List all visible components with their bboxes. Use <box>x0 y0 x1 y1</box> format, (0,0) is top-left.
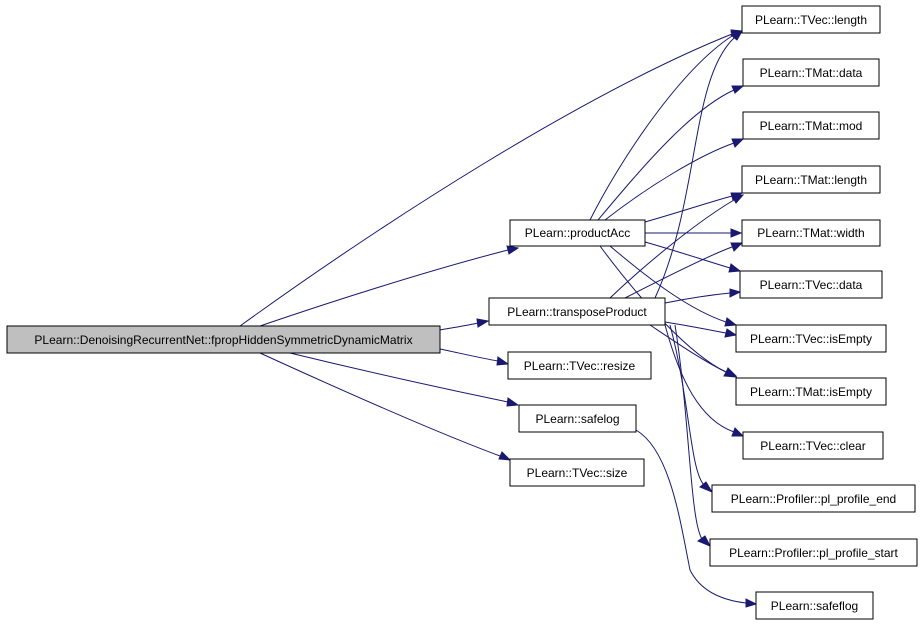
edge-transposeproduct-to-tmat-isempty <box>649 324 727 373</box>
node-label: PLearn::TMat::width <box>757 226 864 240</box>
edge-transposeproduct-to-tvec-isempty <box>664 321 727 334</box>
node-label: PLearn::TVec::clear <box>760 439 865 453</box>
node-pl-profile-end[interactable]: PLearn::Profiler::pl_profile_end <box>711 484 916 513</box>
edge-transposeproduct-to-tmat-width <box>624 246 733 299</box>
node-root[interactable]: PLearn::DenoisingRecurrentNet::fpropHidd… <box>6 325 441 354</box>
edge-transposeproduct-to-tvec-clear <box>664 324 735 433</box>
node-tvec-length[interactable]: PLearn::TVec::length <box>741 5 881 34</box>
node-label: PLearn::TVec::resize <box>524 359 636 373</box>
edge-transposeproduct-to-pl-profile-start <box>674 324 703 540</box>
node-label: PLearn::DenoisingRecurrentNet::fpropHidd… <box>34 333 412 347</box>
node-tmat-length[interactable]: PLearn::TMat::length <box>741 165 881 194</box>
arrowhead <box>731 85 745 94</box>
node-label: PLearn::safeflog <box>771 599 858 613</box>
node-label: PLearn::TVec::data <box>760 278 863 292</box>
edge-productacc-to-tmat-mod <box>604 142 735 221</box>
edge-productacc-to-tmat-length <box>644 195 733 223</box>
arrowhead <box>731 194 745 204</box>
node-label: PLearn::productAcc <box>525 226 630 240</box>
arrowhead <box>723 368 738 378</box>
node-label: PLearn::TMat::isEmpty <box>750 385 872 399</box>
node-label: PLearn::transposeProduct <box>507 305 647 319</box>
node-tvec-isempty[interactable]: PLearn::TVec::isEmpty <box>735 324 887 353</box>
arrowhead <box>730 30 744 41</box>
arrowhead <box>476 318 490 328</box>
arrowhead <box>729 288 742 298</box>
node-tvec-size[interactable]: PLearn::TVec::size <box>509 458 645 487</box>
arrowhead <box>730 242 744 252</box>
edge-root-to-transposeproduct <box>439 322 479 331</box>
edge-productacc-to-tvec-isempty <box>609 245 727 323</box>
edge-root-to-tvec-resize <box>439 348 499 362</box>
node-pl-profile-start[interactable]: PLearn::Profiler::pl_profile_start <box>709 538 918 567</box>
node-transposeproduct[interactable]: PLearn::transposeProduct <box>488 297 666 326</box>
edge-root-to-safelog <box>289 352 509 403</box>
arrowhead <box>731 138 745 148</box>
node-label: PLearn::TVec::length <box>755 13 867 27</box>
edge-productacc-to-tmat-data <box>597 89 735 221</box>
arrowhead <box>498 451 512 461</box>
node-tmat-isempty[interactable]: PLearn::TMat::isEmpty <box>735 377 887 406</box>
node-tvec-clear[interactable]: PLearn::TVec::clear <box>742 431 884 460</box>
node-label: PLearn::TVec::size <box>527 466 628 480</box>
arrowhead <box>506 245 520 255</box>
node-label: PLearn::TVec::isEmpty <box>750 332 872 346</box>
edge-transposeproduct-to-tmat-length <box>609 199 735 299</box>
arrowhead <box>506 397 520 407</box>
edge-productacc-to-tvec-data <box>644 241 731 269</box>
edge-safelog-to-safeflog <box>635 429 747 604</box>
edge-root-to-tvec-size <box>259 352 501 457</box>
edge-productacc-to-tvec-length <box>589 35 733 221</box>
arrowhead <box>745 598 758 608</box>
node-label: PLearn::safelog <box>535 412 619 426</box>
node-tmat-width[interactable]: PLearn::TMat::width <box>741 219 881 247</box>
arrowhead <box>728 263 742 273</box>
edge-root-to-productacc <box>259 249 509 327</box>
arrowhead <box>696 535 712 547</box>
edge-transposeproduct-to-tvec-length <box>654 37 735 299</box>
arrowhead <box>699 481 714 494</box>
node-tvec-resize[interactable]: PLearn::TVec::resize <box>507 351 652 380</box>
arrowhead <box>724 317 738 327</box>
arrowhead <box>496 356 510 366</box>
arrowhead <box>731 427 745 437</box>
node-label: PLearn::TMat::length <box>755 173 867 187</box>
node-tmat-mod[interactable]: PLearn::TMat::mod <box>742 111 880 140</box>
arrowhead <box>724 328 738 338</box>
node-safeflog[interactable]: PLearn::safeflog <box>755 591 874 620</box>
node-tvec-data[interactable]: PLearn::TVec::data <box>739 270 883 299</box>
node-tmat-data[interactable]: PLearn::TMat::data <box>742 58 880 87</box>
edge-transposeproduct-to-tvec-data <box>664 292 731 304</box>
edge-root-to-tvec-length <box>239 33 733 327</box>
node-label: PLearn::TMat::mod <box>760 119 863 133</box>
node-productacc[interactable]: PLearn::productAcc <box>509 219 646 247</box>
node-label: PLearn::Profiler::pl_profile_end <box>731 492 896 506</box>
node-label: PLearn::TMat::data <box>760 66 863 80</box>
call-graph-edges <box>239 29 758 608</box>
node-label: PLearn::Profiler::pl_profile_start <box>729 546 898 560</box>
arrowhead <box>730 228 743 238</box>
edge-transposeproduct-to-pl-profile-end <box>669 324 705 486</box>
node-safelog[interactable]: PLearn::safelog <box>518 404 637 433</box>
